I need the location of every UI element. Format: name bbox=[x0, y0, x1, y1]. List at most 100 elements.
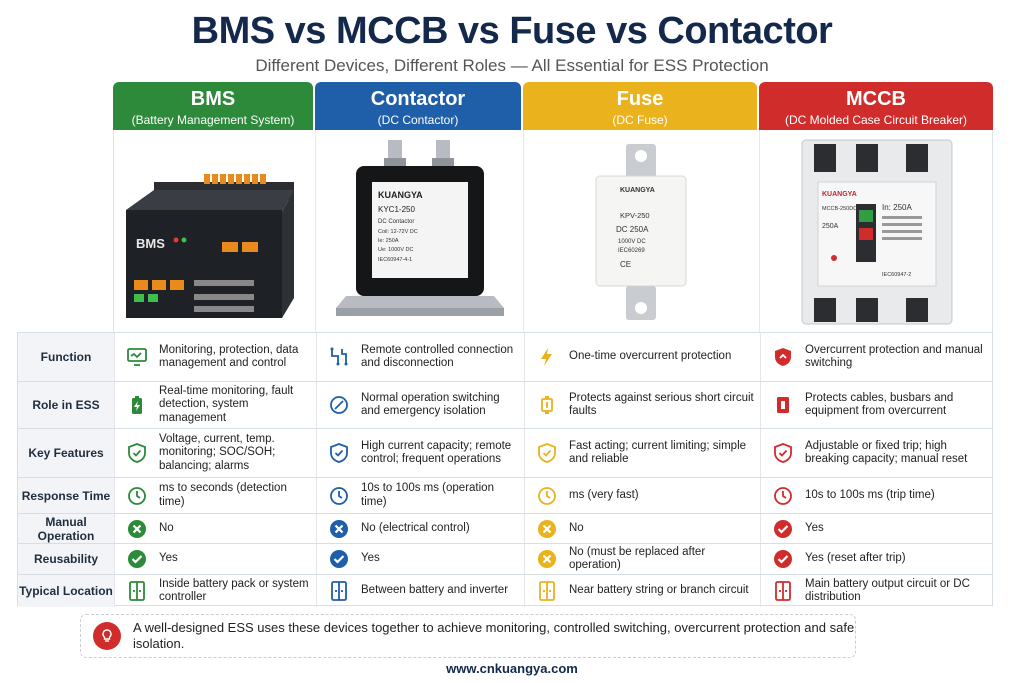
header-title: BMS bbox=[190, 88, 236, 110]
circuit-icon bbox=[317, 346, 361, 368]
shield-check-icon bbox=[317, 442, 361, 464]
contactor-type-label: DC Contactor bbox=[378, 219, 414, 225]
cell-text: Near battery string or branch circuit bbox=[569, 584, 749, 597]
cell-text: Fast acting; current limiting; simple an… bbox=[569, 439, 747, 466]
ce-mark-icon: CE bbox=[620, 260, 631, 269]
row-label: Typical Location bbox=[18, 575, 114, 607]
row-label: Function bbox=[18, 333, 114, 381]
clock-icon bbox=[525, 485, 569, 507]
fuse-model-label: KPV-250 bbox=[620, 211, 650, 220]
fuse-brand-label: KUANGYA bbox=[620, 187, 655, 194]
check-circle-icon bbox=[761, 518, 805, 540]
row-label: Role in ESS bbox=[18, 382, 114, 428]
table-cell: Monitoring, protection, data management … bbox=[114, 333, 316, 381]
mccb-rating-label: 250A bbox=[822, 223, 839, 230]
shield-check-icon bbox=[115, 442, 159, 464]
contactor-ue-label: Ue: 1000V DC bbox=[378, 247, 413, 253]
mccb-in-label: In: 250A bbox=[882, 203, 912, 212]
device-images-row: BMS KUANGYA KYC1-250 DC Contactor bbox=[113, 130, 993, 332]
cell-text: 10s to 100s ms (trip time) bbox=[805, 488, 935, 501]
cell-text: Overcurrent protection and manual switch… bbox=[805, 343, 983, 370]
table-cell: Voltage, current, temp. monitoring; SOC/… bbox=[114, 429, 316, 477]
breaker-icon bbox=[761, 394, 805, 416]
header-subtitle: (DC Contactor) bbox=[377, 113, 459, 127]
header-fuse: Fuse (DC Fuse) bbox=[523, 82, 757, 130]
table-cell: Adjustable or fixed trip; high breaking … bbox=[760, 429, 992, 477]
row-label: Manual Operation bbox=[18, 514, 114, 543]
fuse-image: KUANGYA KPV-250 DC 250A 1000V DC IEC6026… bbox=[524, 130, 760, 332]
fuse-volt-label: 1000V DC bbox=[618, 239, 646, 245]
cabinet-icon bbox=[115, 580, 159, 602]
cell-text: Between battery and inverter bbox=[361, 584, 509, 597]
row-label: Response Time bbox=[18, 478, 114, 513]
table-cell: No bbox=[114, 514, 316, 543]
cell-text: Remote controlled connection and disconn… bbox=[361, 343, 514, 370]
table-cell: No (electrical control) bbox=[316, 514, 524, 543]
cell-text: Voltage, current, temp. monitoring; SOC/… bbox=[159, 432, 276, 472]
monitor-icon bbox=[115, 346, 159, 368]
table-cell: Remote controlled connection and disconn… bbox=[316, 333, 524, 381]
lightning-icon bbox=[525, 346, 569, 368]
mccb-brand-label: KUANGYA bbox=[822, 191, 857, 198]
cell-text: High current capacity; remote control; f… bbox=[361, 439, 512, 466]
clock-icon bbox=[761, 485, 805, 507]
header-title: Fuse bbox=[616, 88, 664, 110]
shield-icon bbox=[761, 346, 805, 368]
cell-text: Yes bbox=[159, 552, 178, 565]
switch-icon bbox=[317, 394, 361, 416]
table-cell: One-time overcurrent protection bbox=[524, 333, 760, 381]
table-cell: Overcurrent protection and manual switch… bbox=[760, 333, 992, 381]
cell-text: Adjustable or fixed trip; high breaking … bbox=[805, 439, 968, 466]
bms-image: BMS bbox=[114, 130, 316, 332]
contactor-std-label: IEC60947-4-1 bbox=[378, 257, 412, 263]
fuse-rating-label: DC 250A bbox=[616, 225, 649, 234]
contactor-brand-label: KUANGYA bbox=[378, 190, 423, 200]
fuse-device-illustration: KUANGYA KPV-250 DC 250A 1000V DC IEC6026… bbox=[595, 144, 687, 320]
table-cell: High current capacity; remote control; f… bbox=[316, 429, 524, 477]
cell-text: Protects cables, busbars and equipment f… bbox=[805, 391, 954, 418]
clock-icon bbox=[115, 485, 159, 507]
cell-text: No (must be replaced after operation) bbox=[569, 545, 706, 572]
cell-text: 10s to 100s ms (operation time) bbox=[361, 482, 494, 508]
battery-icon bbox=[115, 394, 159, 416]
table-cell: Yes bbox=[114, 544, 316, 574]
website-link[interactable]: www.cnkuangya.com bbox=[446, 661, 578, 676]
row-label: Key Features bbox=[18, 429, 114, 477]
table-cell: Real-time monitoring, fault detection, s… bbox=[114, 382, 316, 428]
table-cell: Fast acting; current limiting; simple an… bbox=[524, 429, 760, 477]
contactor-model-label: KYC1-250 bbox=[378, 205, 415, 214]
mccb-image: KUANGYA MCCB-250DC 250A In: 250A IEC6094… bbox=[760, 130, 994, 332]
row-label: Reusability bbox=[18, 544, 114, 574]
shield-check-icon bbox=[525, 442, 569, 464]
table-cell: No (must be replaced after operation) bbox=[524, 544, 760, 574]
cell-text: ms (very fast) bbox=[569, 488, 639, 501]
table-cell: Main battery output circuit or DC distri… bbox=[760, 575, 992, 607]
table-cell: Yes (reset after trip) bbox=[760, 544, 992, 574]
cell-text: Main battery output circuit or DC distri… bbox=[805, 577, 970, 604]
x-circle-icon bbox=[115, 518, 159, 540]
clock-icon bbox=[317, 485, 361, 507]
header-contactor: Contactor (DC Contactor) bbox=[315, 82, 521, 130]
header-subtitle: (DC Fuse) bbox=[612, 113, 668, 127]
table-cell: No bbox=[524, 514, 760, 543]
mccb-device-illustration: KUANGYA MCCB-250DC 250A In: 250A IEC6094… bbox=[801, 139, 953, 325]
shield-check-icon bbox=[761, 442, 805, 464]
cell-text: No bbox=[569, 521, 584, 534]
table-cell: ms (very fast) bbox=[524, 478, 760, 513]
header-bms: BMS (Battery Management System) bbox=[113, 82, 313, 130]
table-cell: 10s to 100s ms (operation time) bbox=[316, 478, 524, 513]
page-subtitle: Different Devices, Different Roles — All… bbox=[255, 56, 769, 75]
cabinet-icon bbox=[761, 580, 805, 602]
cell-text: One-time overcurrent protection bbox=[569, 350, 732, 363]
summary-note-text: A well-designed ESS uses these devices t… bbox=[133, 620, 855, 651]
cabinet-icon bbox=[525, 580, 569, 602]
comparison-table: BMS (Battery Management System) Contacto… bbox=[17, 82, 993, 607]
table-cell: ms to seconds (detection time) bbox=[114, 478, 316, 513]
header-title: MCCB bbox=[846, 88, 906, 110]
table-cell: Yes bbox=[316, 544, 524, 574]
